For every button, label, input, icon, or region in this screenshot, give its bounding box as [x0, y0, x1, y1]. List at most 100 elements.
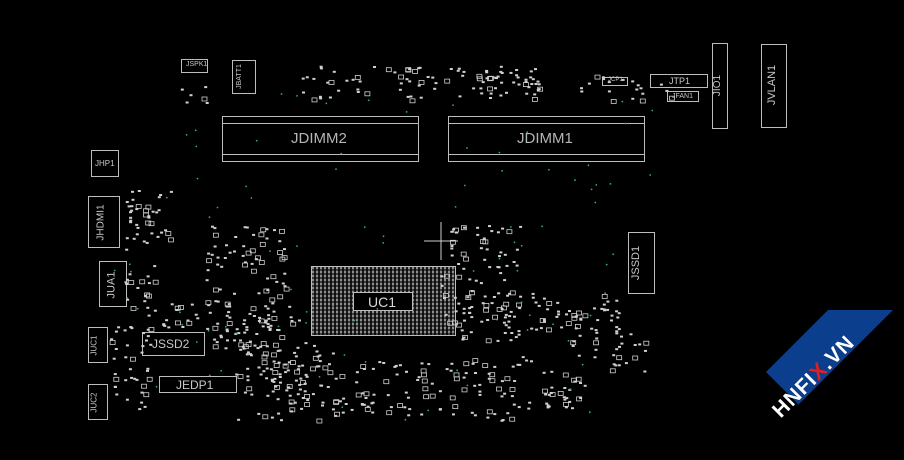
smd-pad — [471, 362, 475, 365]
smd-pad — [409, 98, 416, 104]
smd-pad — [593, 356, 597, 359]
jspk1-outline[interactable]: JSPK1 — [181, 59, 208, 73]
smd-pad — [512, 403, 516, 406]
smd-pad — [298, 388, 302, 391]
smd-pad — [152, 279, 159, 285]
smd-pad — [534, 301, 538, 304]
smd-pad — [468, 278, 472, 281]
smd-pad — [490, 302, 494, 305]
jua1-label: JUA1 — [105, 271, 118, 299]
smd-pad — [248, 312, 252, 315]
smd-pad — [419, 96, 423, 99]
smd-pad — [555, 315, 559, 318]
smd-pad — [593, 340, 599, 346]
smd-pad — [457, 67, 461, 70]
smd-pad — [130, 205, 134, 208]
smd-pad — [571, 315, 578, 321]
smd-pad — [512, 261, 516, 263]
smd-pad — [145, 241, 149, 244]
jssd2-outline[interactable]: JSSD2 — [142, 332, 205, 356]
via-dot — [498, 257, 501, 260]
smd-pad — [360, 364, 367, 370]
smd-pad — [449, 395, 456, 401]
smd-pad — [130, 376, 134, 379]
smd-pad — [412, 69, 419, 74]
jfan1-outline[interactable]: JFAN1 — [667, 91, 699, 102]
smd-pad — [146, 328, 150, 331]
jua1-outline[interactable]: JUA1 — [99, 261, 127, 307]
smd-pad — [562, 372, 569, 378]
smd-pad — [294, 355, 298, 358]
smd-pad — [225, 328, 229, 331]
smd-pad — [297, 365, 301, 368]
jhp1-outline[interactable]: JHP1 — [91, 150, 119, 177]
smd-pad — [213, 227, 217, 230]
juc2-outline[interactable]: JUC2 — [88, 384, 108, 420]
smd-pad — [153, 265, 157, 268]
smd-pad — [281, 282, 285, 285]
smd-pad — [258, 316, 262, 319]
uc1-package[interactable]: UC1 — [311, 266, 456, 336]
smd-pad — [382, 362, 386, 364]
smd-pad — [535, 328, 539, 331]
smd-pad — [178, 304, 184, 310]
jbatt1-outline[interactable]: JBATT1 — [232, 60, 256, 94]
smd-pad — [201, 96, 208, 102]
jedp1-outline[interactable]: JEDP1 — [159, 376, 237, 393]
smd-pad — [219, 336, 223, 339]
via-dot — [587, 164, 590, 167]
smd-pad — [227, 303, 231, 306]
jssd1-outline[interactable]: JSSD1 — [628, 232, 655, 294]
smd-pad — [345, 79, 349, 82]
smd-pad — [125, 237, 129, 240]
smd-pad — [470, 306, 474, 308]
smd-pad — [544, 393, 548, 396]
jvlan1-outline[interactable]: JVLAN1 — [761, 44, 787, 128]
smd-pad — [216, 300, 220, 303]
smd-pad — [385, 67, 392, 73]
smd-pad — [356, 88, 360, 91]
smd-pad — [371, 367, 375, 370]
smd-pad — [366, 405, 370, 408]
juc1-outline[interactable]: JUC1 — [88, 327, 108, 363]
smd-pad — [505, 264, 509, 267]
smd-pad — [430, 382, 434, 385]
smd-pad — [257, 412, 261, 415]
jdimm1-outline[interactable]: JDIMM1 — [448, 116, 645, 162]
jdimm2-outline[interactable]: JDIMM2 — [222, 116, 419, 162]
smd-pad — [316, 418, 323, 424]
smd-pad — [633, 344, 637, 346]
jcp1-outline[interactable]: JCP1 — [602, 77, 628, 86]
smd-pad — [574, 315, 578, 318]
smd-pad — [574, 327, 578, 330]
smd-pad — [418, 66, 422, 69]
jio1-outline[interactable]: JIO1 — [712, 43, 728, 129]
jspk1-label: JSPK1 — [186, 61, 208, 68]
smd-pad — [557, 310, 560, 313]
smd-pad — [534, 83, 538, 85]
jtp1-outline[interactable]: JTP1 — [650, 74, 708, 88]
smd-pad — [272, 342, 279, 348]
smd-pad — [331, 408, 335, 411]
via-dot — [367, 99, 370, 102]
smd-pad — [516, 363, 520, 366]
smd-pad — [500, 72, 504, 74]
smd-pad — [496, 266, 500, 268]
smd-pad — [472, 87, 476, 90]
smd-pad — [207, 252, 211, 255]
via-dot — [528, 314, 531, 317]
jhdmi1-outline[interactable]: JHDMI1 — [88, 196, 120, 248]
smd-pad — [246, 375, 250, 378]
smd-pad — [128, 368, 132, 371]
smd-pad — [334, 414, 338, 417]
smd-pad — [533, 93, 537, 96]
smd-pad — [235, 328, 239, 331]
smd-pad — [304, 402, 311, 408]
smd-pad — [244, 261, 247, 264]
smd-pad — [186, 320, 193, 326]
via-dot — [305, 322, 307, 324]
smd-pad — [417, 84, 421, 87]
smd-pad — [617, 328, 621, 331]
smd-pad — [500, 419, 504, 422]
smd-pad — [272, 360, 276, 363]
